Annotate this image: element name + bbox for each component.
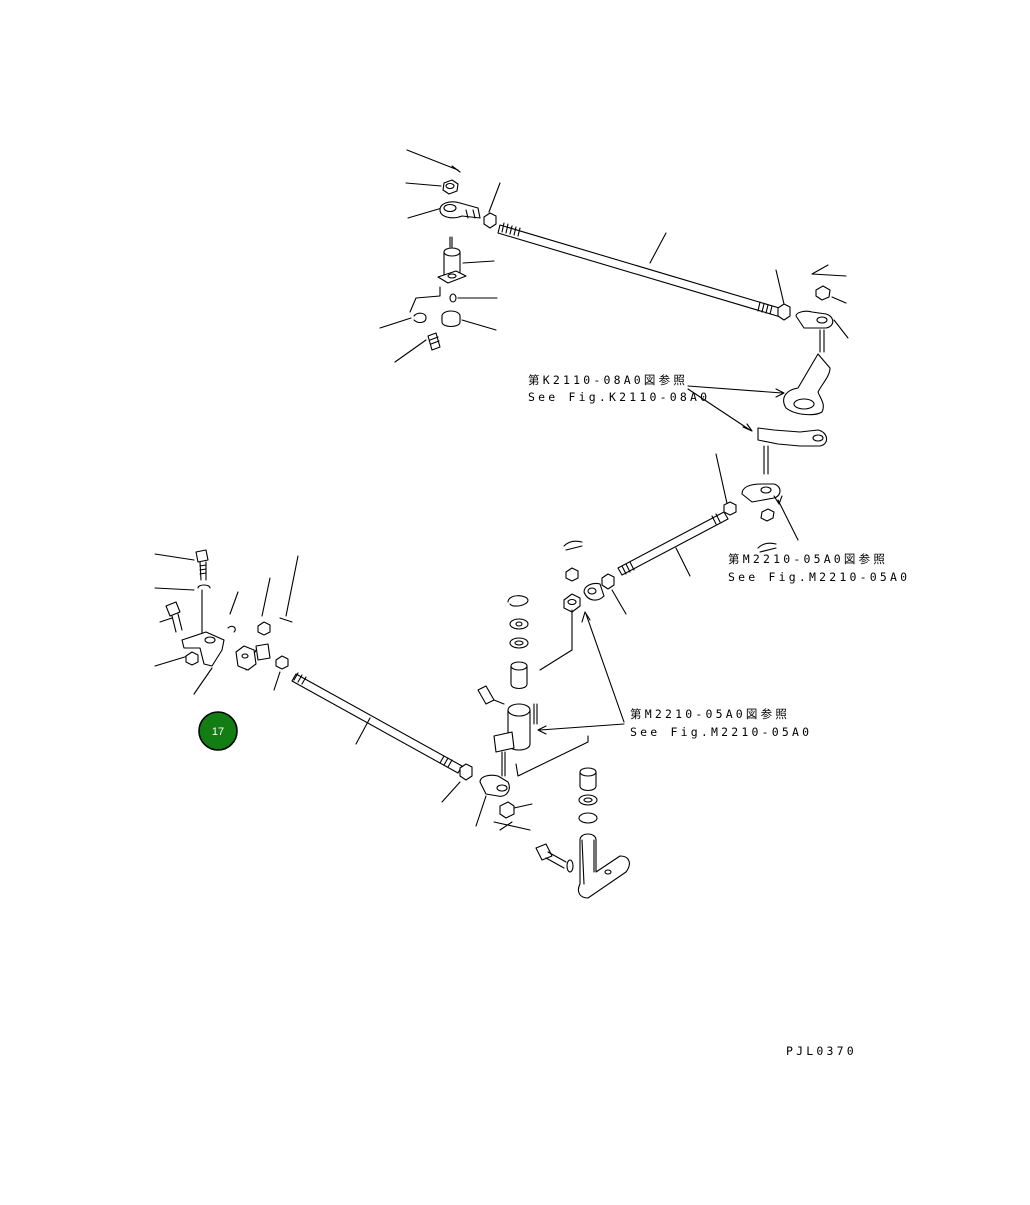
- callout-badge-label: 17: [212, 726, 224, 738]
- upper-tie-rod: [497, 222, 791, 321]
- central-pivot-assembly: [477, 595, 630, 899]
- reference-en-1: See Fig.K2110-08A0: [528, 390, 710, 404]
- reference-jp-1: 第K2110-08A0図参照: [528, 373, 688, 387]
- reference-callout-m2210-lower: 第M2210-05A0図参照 See Fig.M2210-05A0: [630, 707, 812, 739]
- mid-right-lever-group: [715, 427, 828, 553]
- callout-badge-17[interactable]: 17: [198, 711, 238, 751]
- lower-tie-rod: [291, 672, 533, 831]
- upper-right-rod-end-group: [783, 264, 849, 416]
- upper-left-rod-end-group: [379, 149, 501, 363]
- drawing-code: PJL0370: [786, 1044, 857, 1058]
- reference-en-3: See Fig.M2210-05A0: [630, 725, 812, 739]
- reference-jp-3: 第M2210-05A0図参照: [630, 707, 790, 721]
- callout-badge-circle[interactable]: [198, 711, 238, 751]
- reference-callout-k2110: 第K2110-08A0図参照 See Fig.K2110-08A0: [528, 373, 785, 432]
- left-lever-group: [154, 549, 299, 695]
- middle-tie-rod: [563, 511, 729, 615]
- reference-callout-m2210-upper: 第M2210-05A0図参照 See Fig.M2210-05A0: [728, 552, 910, 584]
- reference-jp-2: 第M2210-05A0図参照: [728, 552, 888, 566]
- reference-en-2: See Fig.M2210-05A0: [728, 570, 910, 584]
